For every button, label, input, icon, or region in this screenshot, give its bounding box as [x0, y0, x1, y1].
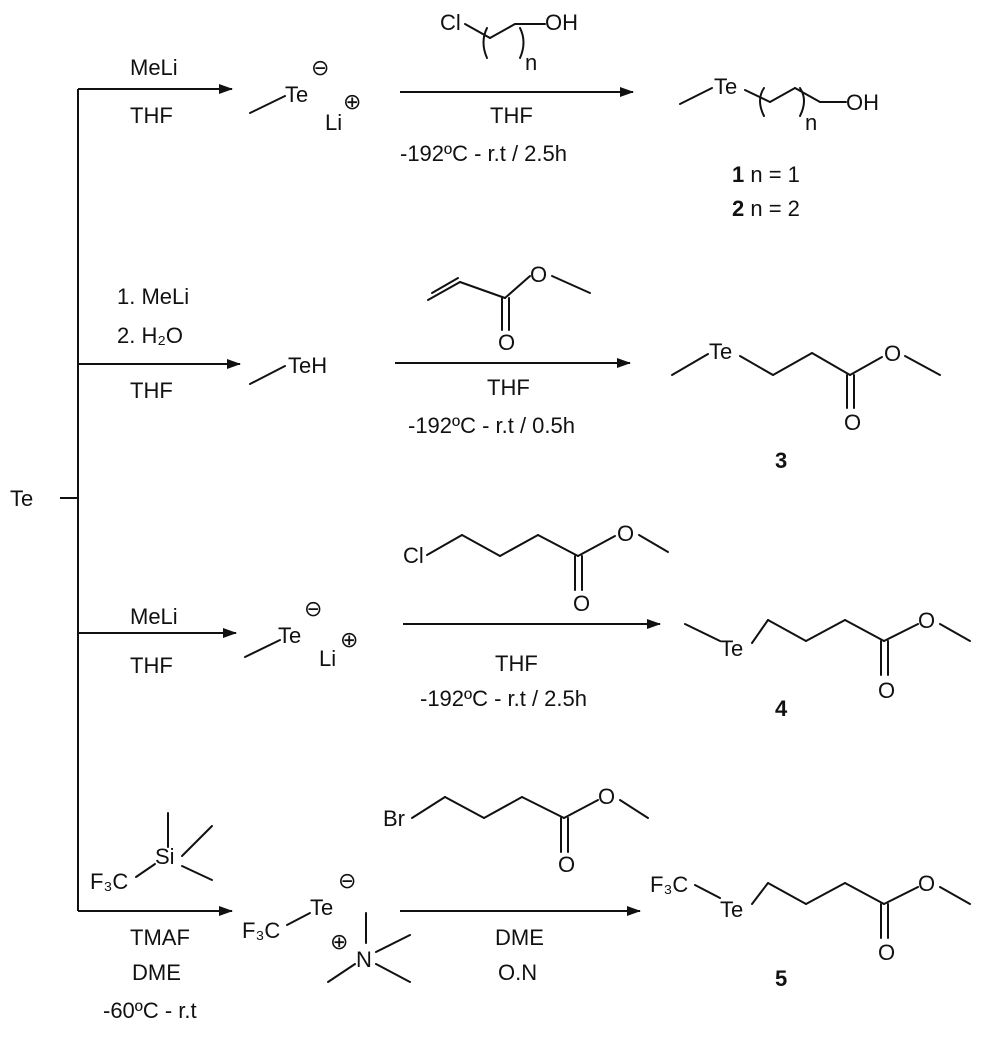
row4-int-n: N [356, 947, 372, 972]
row1-reagent-chlorohydrin: Cl n OH [440, 10, 578, 75]
compound-5-label: 5 [775, 966, 787, 991]
row3-step2-conditions: -192ºC - r.t / 2.5h [420, 686, 587, 711]
row3-int-te: Te [278, 623, 301, 648]
compound-3-label: 3 [775, 448, 787, 473]
row4-step1-reagent-2: DME [132, 960, 181, 985]
row2-reagent-o1: O [530, 262, 547, 287]
product-5-cf3: F₃C [650, 872, 688, 897]
row4-step1-reagent-1: TMAF [130, 925, 190, 950]
row1-int-te: Te [285, 82, 308, 107]
row4-reagent-tmscf3: Si F₃C [90, 813, 212, 894]
product-4-o1: O [918, 608, 935, 633]
row3-int-li: Li [319, 646, 336, 671]
product-3-te: Te [709, 339, 732, 364]
row2-step1-reagent-1: 1. MeLi [117, 284, 189, 309]
row4-reagent-cf3: F₃C [90, 869, 128, 894]
row3-step1-reagent: MeLi [130, 604, 178, 629]
row1-product-oh: OH [846, 90, 879, 115]
row1-int-anion: ⊖ [311, 55, 329, 80]
product-3-o1: O [884, 341, 901, 366]
row1-step1-reagent: MeLi [130, 55, 178, 80]
branch-bracket: Te [10, 89, 78, 911]
row1-reagent-cl: Cl [440, 10, 461, 35]
row3-reagent-o1: O [617, 521, 634, 546]
row4-reagent-si: Si [155, 844, 175, 869]
row3-int-cation: ⊕ [340, 627, 358, 652]
row1-intermediate: Te ⊖ Li ⊕ [250, 55, 361, 135]
row3-int-anion: ⊖ [304, 596, 322, 621]
row1-reagent-oh: OH [545, 10, 578, 35]
product-5-o2: O [878, 940, 895, 965]
row4-reagent-o1: O [598, 784, 615, 809]
row3-reagent-cl: Cl [403, 543, 424, 568]
row2-step1-solvent: THF [130, 378, 173, 403]
row-1: MeLi THF Te ⊖ Li ⊕ Cl n OH THF -192ºC - … [78, 10, 879, 221]
row4-int-cf3: F₃C [242, 918, 280, 943]
row2-intermediate: TeH [250, 353, 327, 384]
row2-step1-reagent-2: 2. H₂O [117, 323, 183, 348]
product-3: Te O O 3 [672, 339, 940, 473]
product-3-o2: O [844, 410, 861, 435]
row-3: MeLi THF Te ⊖ Li ⊕ Cl O O THF -192ºC - r… [78, 521, 970, 721]
row2-reagent-o2: O [498, 330, 515, 355]
row4-step1-conditions: -60ºC - r.t [103, 998, 197, 1023]
row3-step2-solvent: THF [495, 651, 538, 676]
row-2: 1. MeLi 2. H₂O THF TeH O O THF -192ºC - … [78, 262, 940, 473]
row2-step2-conditions: -192ºC - r.t / 0.5h [408, 413, 575, 438]
row3-intermediate: Te ⊖ Li ⊕ [245, 596, 358, 671]
row4-intermediate: F₃C Te ⊖ ⊕ N [242, 868, 410, 982]
product-5-te: Te [720, 897, 743, 922]
product-5: F₃C Te O O 5 [650, 871, 970, 991]
row1-product-te: Te [714, 74, 737, 99]
row2-int-teh: TeH [288, 353, 327, 378]
row4-int-te: Te [310, 895, 333, 920]
product-5-o1: O [918, 871, 935, 896]
row1-step2-solvent: THF [490, 103, 533, 128]
row3-reagent-chloroester: Cl O O [403, 521, 668, 616]
row4-step2-conditions: O.N [498, 960, 537, 985]
row1-int-cation: ⊕ [343, 89, 361, 114]
row1-product-n: n [805, 110, 817, 135]
product-4-o2: O [878, 678, 895, 703]
row1-product: Te n OH 1 n = 1 2 n = 2 [680, 74, 879, 221]
row4-reagent-br: Br [383, 806, 405, 831]
row1-int-li: Li [325, 110, 342, 135]
row1-step1-solvent: THF [130, 103, 173, 128]
row2-reagent-methyl-acrylate: O O [428, 262, 590, 355]
row3-reagent-o2: O [573, 591, 590, 616]
row1-reagent-n: n [525, 50, 537, 75]
row4-reagent-o2: O [558, 852, 575, 877]
row1-step2-conditions: -192ºC - r.t / 2.5h [400, 141, 567, 166]
row4-reagent-bromoester: Br O O [383, 784, 648, 877]
compound-1-label: 1 n = 1 [732, 162, 800, 187]
row4-step2-solvent: DME [495, 925, 544, 950]
row4-int-cation: ⊕ [330, 929, 348, 954]
row2-step2-solvent: THF [487, 375, 530, 400]
start-reagent-te: Te [10, 486, 33, 511]
product-4-te: Te [720, 636, 743, 661]
row4-int-anion: ⊖ [338, 868, 356, 893]
product-4: Te O O 4 [685, 608, 970, 721]
row-4: Si F₃C TMAF DME -60ºC - r.t F₃C Te ⊖ ⊕ N… [78, 784, 970, 1023]
compound-2-label: 2 n = 2 [732, 196, 800, 221]
row3-step1-solvent: THF [130, 653, 173, 678]
compound-4-label: 4 [775, 696, 788, 721]
